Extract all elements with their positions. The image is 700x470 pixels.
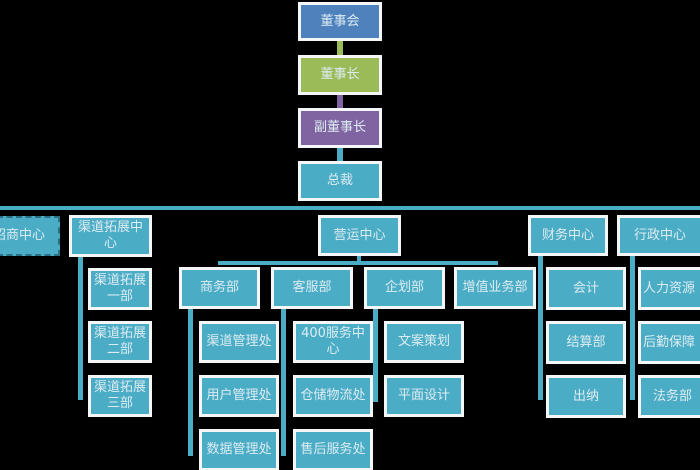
connector xyxy=(0,206,700,210)
service-child[interactable]: 400服务中心 xyxy=(293,321,373,363)
admin-child[interactable]: 后勤保障 xyxy=(638,321,700,364)
connector xyxy=(337,148,343,161)
finance-child[interactable]: 出纳 xyxy=(546,375,626,418)
service-child[interactable]: 仓储物流处 xyxy=(293,375,373,417)
service-child[interactable]: 售后服务处 xyxy=(293,429,373,470)
channel-center-box[interactable]: 渠道拓展中心 xyxy=(69,215,152,257)
finance-center-box[interactable]: 财务中心 xyxy=(528,215,608,256)
planning-dept-box[interactable]: 企划部 xyxy=(364,267,445,309)
president-box[interactable]: 总裁 xyxy=(298,161,382,201)
admin-child[interactable]: 法务部 xyxy=(638,375,700,418)
board-box[interactable]: 董事会 xyxy=(298,2,382,41)
connector xyxy=(538,256,543,400)
admin-center-box[interactable]: 行政中心 xyxy=(617,215,700,256)
connector xyxy=(218,261,498,265)
business-child[interactable]: 数据管理处 xyxy=(199,429,279,470)
value-added-dept-box[interactable]: 增值业务部 xyxy=(454,267,536,309)
connector xyxy=(281,308,286,456)
connector xyxy=(337,95,343,108)
channel-dept-1[interactable]: 渠道拓展一部 xyxy=(88,268,152,310)
connector xyxy=(357,254,361,263)
finance-child[interactable]: 会计 xyxy=(546,267,626,310)
service-dept-box[interactable]: 客服部 xyxy=(271,267,353,309)
vice-chairman-box[interactable]: 副董事长 xyxy=(298,108,382,148)
planning-child[interactable]: 平面设计 xyxy=(384,375,464,417)
operations-center-box[interactable]: 营运中心 xyxy=(318,215,401,256)
business-child[interactable]: 渠道管理处 xyxy=(199,321,279,363)
connector xyxy=(337,40,343,55)
planning-child[interactable]: 文案策划 xyxy=(384,321,464,363)
channel-dept-3[interactable]: 渠道拓展三部 xyxy=(88,375,152,417)
admin-child[interactable]: 人力资源 xyxy=(638,267,700,310)
finance-child[interactable]: 结算部 xyxy=(546,321,626,364)
connector xyxy=(188,308,193,456)
merchant-center-box[interactable]: 招商中心 xyxy=(0,216,60,256)
channel-dept-2[interactable]: 渠道拓展二部 xyxy=(88,321,152,363)
connector xyxy=(373,308,378,402)
business-child[interactable]: 用户管理处 xyxy=(199,375,279,417)
connector xyxy=(630,256,635,400)
connector xyxy=(78,256,83,400)
chairman-box[interactable]: 董事长 xyxy=(298,55,382,95)
business-dept-box[interactable]: 商务部 xyxy=(179,267,260,309)
